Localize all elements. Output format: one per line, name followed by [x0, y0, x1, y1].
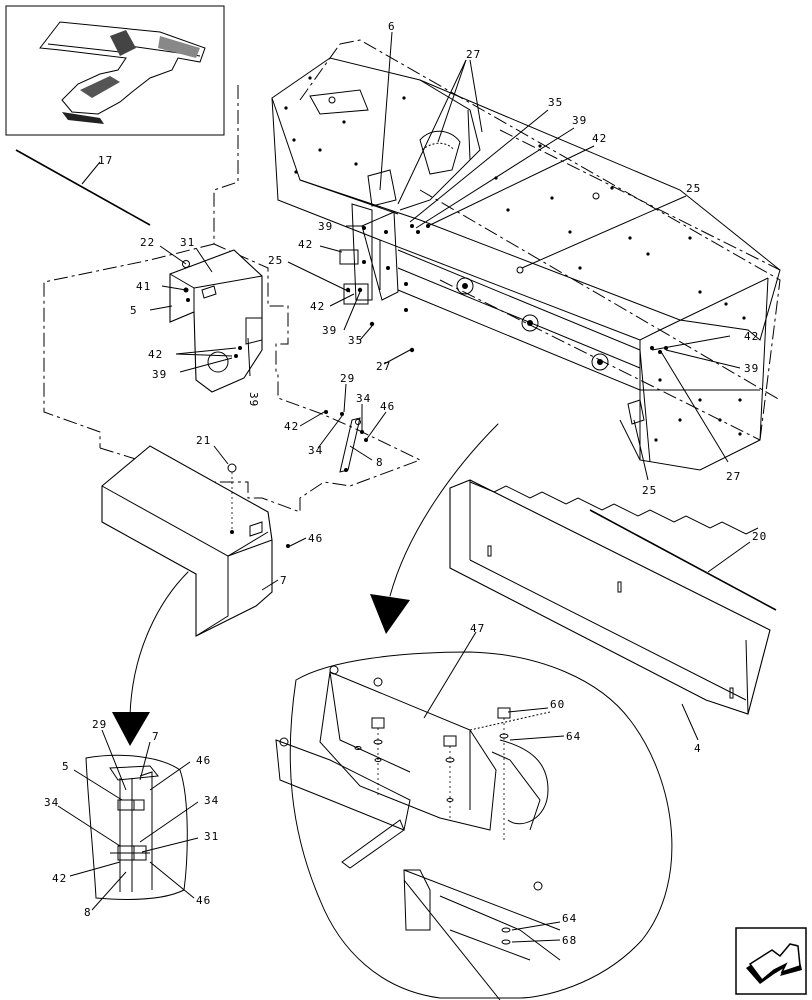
- callout-29: 29: [92, 718, 107, 731]
- callout-68: 68: [562, 934, 577, 947]
- callout-25: 25: [642, 484, 657, 497]
- next-page-arrow-icon[interactable]: [735, 927, 807, 995]
- callout-25: 25: [686, 182, 701, 195]
- callout-29: 29: [340, 372, 355, 385]
- callout-34: 34: [204, 794, 219, 807]
- callout-35: 35: [348, 334, 363, 347]
- item-17-rod: [15, 149, 151, 226]
- callout-labels: 17 6 27 35 39 42 25 22 31 41 5 39 42 25 …: [44, 20, 767, 947]
- flat-panel-item-4: [449, 479, 777, 715]
- callout-34: 34: [356, 392, 371, 405]
- strap-item-8: [324, 410, 368, 473]
- callout-31: 31: [180, 236, 195, 249]
- bolt-group: [354, 707, 511, 945]
- callout-42: 42: [310, 300, 325, 313]
- callout-27: 27: [376, 360, 391, 373]
- callout-41: 41: [136, 280, 151, 293]
- callout-34: 34: [308, 444, 323, 457]
- callout-20: 20: [752, 530, 767, 543]
- callout-42: 42: [298, 238, 313, 251]
- callout-47: 47: [470, 622, 485, 635]
- curved-arrow-right-icon: [370, 423, 499, 634]
- callout-8: 8: [84, 906, 92, 919]
- callout-39: 39: [318, 220, 333, 233]
- callout-46: 46: [308, 532, 323, 545]
- bracket-assembly: [328, 96, 668, 354]
- leader-lines: [57, 31, 751, 943]
- hopper-body: [271, 57, 781, 471]
- callout-25: 25: [268, 254, 283, 267]
- callout-5: 5: [130, 304, 138, 317]
- callout-7: 7: [152, 730, 160, 743]
- callout-39: 39: [322, 324, 337, 337]
- callout-39: 39: [572, 114, 587, 127]
- side-shield-panel: [169, 249, 263, 393]
- callout-17: 17: [98, 154, 113, 167]
- callout-64: 64: [566, 730, 581, 743]
- detail-view-left: [85, 754, 188, 901]
- callout-6: 6: [388, 20, 396, 33]
- callout-27: 27: [726, 470, 741, 483]
- callout-46: 46: [380, 400, 395, 413]
- callout-42: 42: [52, 872, 67, 885]
- callout-35: 35: [548, 96, 563, 109]
- detail-view-right: [275, 651, 673, 1000]
- callout-42: 42: [284, 420, 299, 433]
- callout-64: 64: [562, 912, 577, 925]
- callout-42: 42: [148, 348, 163, 361]
- callout-4: 4: [694, 742, 702, 755]
- curved-arrow-left-icon: [112, 571, 189, 746]
- callout-5: 5: [62, 760, 70, 773]
- callout-46: 46: [196, 894, 211, 907]
- callout-46: 46: [196, 754, 211, 767]
- callout-42: 42: [744, 330, 759, 343]
- phantom-outlines: [43, 39, 781, 513]
- callout-21: 21: [196, 434, 211, 447]
- hopper-holes: [284, 76, 746, 442]
- overview-thumbnail: [5, 5, 225, 136]
- callout-34: 34: [44, 796, 59, 809]
- callout-7: 7: [280, 574, 288, 587]
- callout-22: 22: [140, 236, 155, 249]
- callout-31: 31: [204, 830, 219, 843]
- callout-27: 27: [466, 48, 481, 61]
- callout-60: 60: [550, 698, 565, 711]
- cover-item-7: [101, 445, 290, 637]
- callout-39: 39: [152, 368, 167, 381]
- callout-39: 39: [247, 392, 260, 407]
- callout-39: 39: [744, 362, 759, 375]
- callout-8: 8: [376, 456, 384, 469]
- callout-42: 42: [592, 132, 607, 145]
